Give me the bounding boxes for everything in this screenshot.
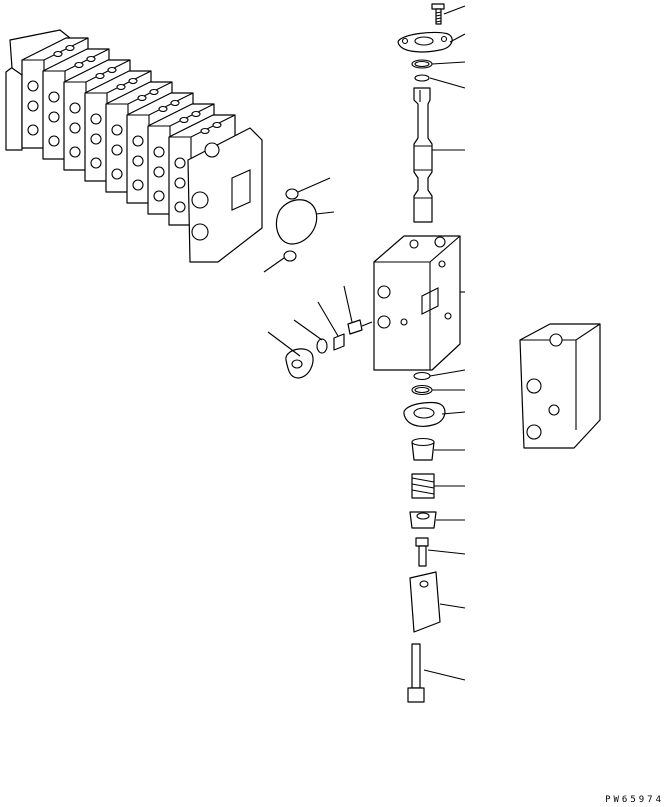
- spool: [414, 88, 432, 222]
- end-cover-block: [520, 324, 600, 448]
- o-ring-top: [412, 60, 432, 68]
- leader-lines: [268, 6, 465, 680]
- washer-top: [415, 75, 429, 81]
- relief-spring: [334, 334, 344, 350]
- flange-lower: [404, 402, 445, 426]
- spring-seat: [410, 512, 436, 528]
- flange-cover: [398, 32, 452, 52]
- bolt-top: [432, 4, 444, 24]
- relief-plug: [286, 349, 313, 378]
- control-valve-stack: [6, 30, 262, 262]
- valve-section-block: [374, 236, 460, 370]
- drawing-code: PW65974: [605, 795, 664, 805]
- spring: [412, 474, 434, 498]
- cap-housing: [410, 572, 440, 632]
- long-bolt: [408, 644, 424, 702]
- relief-poppet: [348, 320, 372, 334]
- retainer-cup: [412, 439, 434, 461]
- relief-o-ring: [317, 339, 327, 353]
- gasket-assembly: [264, 178, 334, 272]
- bolt-middle: [416, 538, 428, 566]
- o-ring-lower: [414, 373, 430, 380]
- o-ring-seal: [412, 386, 432, 395]
